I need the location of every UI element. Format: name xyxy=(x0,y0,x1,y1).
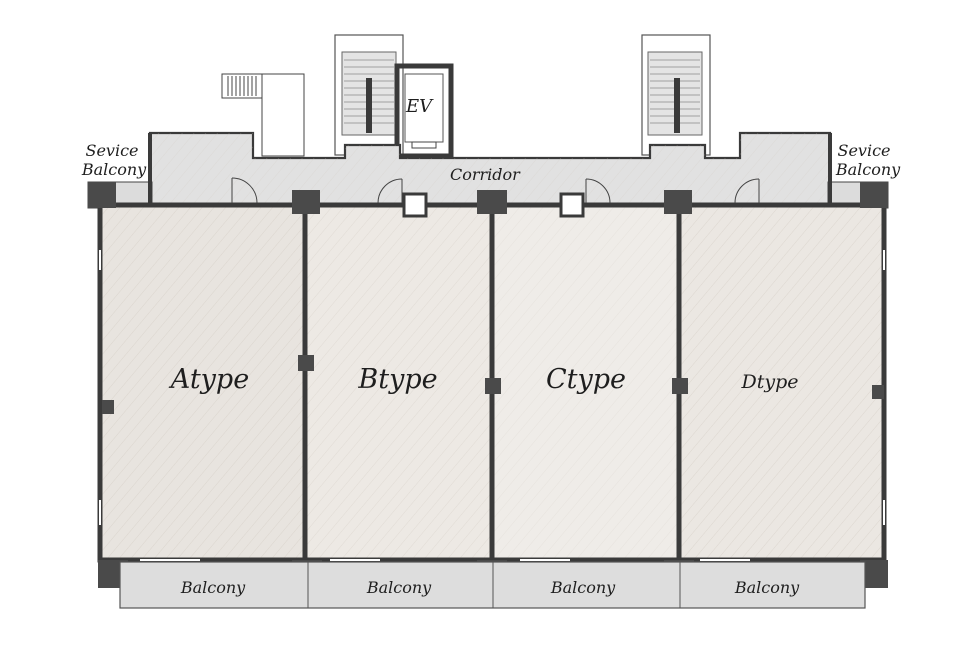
balcony-d-label: Balcony xyxy=(734,578,800,597)
corridor-label: Corridor xyxy=(450,165,521,184)
service-balcony-left-line1: Sevice xyxy=(85,141,138,160)
service-balcony-right-line1: Sevice xyxy=(837,141,890,160)
ev-label: EV xyxy=(405,96,434,117)
balcony-c-label: Balcony xyxy=(550,578,616,597)
unit-a xyxy=(100,205,305,560)
balcony-a-label: Balcony xyxy=(180,578,246,597)
core-right xyxy=(641,34,711,156)
external-stair xyxy=(221,73,305,157)
unit-c-label: Ctype xyxy=(546,364,626,395)
balcony-b-label: Balcony xyxy=(366,578,432,597)
unit-a-label: Atype xyxy=(168,364,249,395)
core-left xyxy=(334,34,404,156)
unit-d xyxy=(679,205,884,560)
elevator: EV xyxy=(394,63,454,159)
unit-b-label: Btype xyxy=(357,364,437,395)
service-balcony-right-line2: Balcony xyxy=(835,160,901,179)
window-marks xyxy=(99,250,885,561)
unit-d-label: Dtype xyxy=(740,371,798,393)
balcony-row: Balcony Balcony Balcony Balcony xyxy=(119,561,866,609)
service-balcony-left-line2: Balcony xyxy=(81,160,147,179)
unit-c xyxy=(492,205,679,560)
doors xyxy=(231,177,760,589)
unit-b xyxy=(305,205,492,560)
